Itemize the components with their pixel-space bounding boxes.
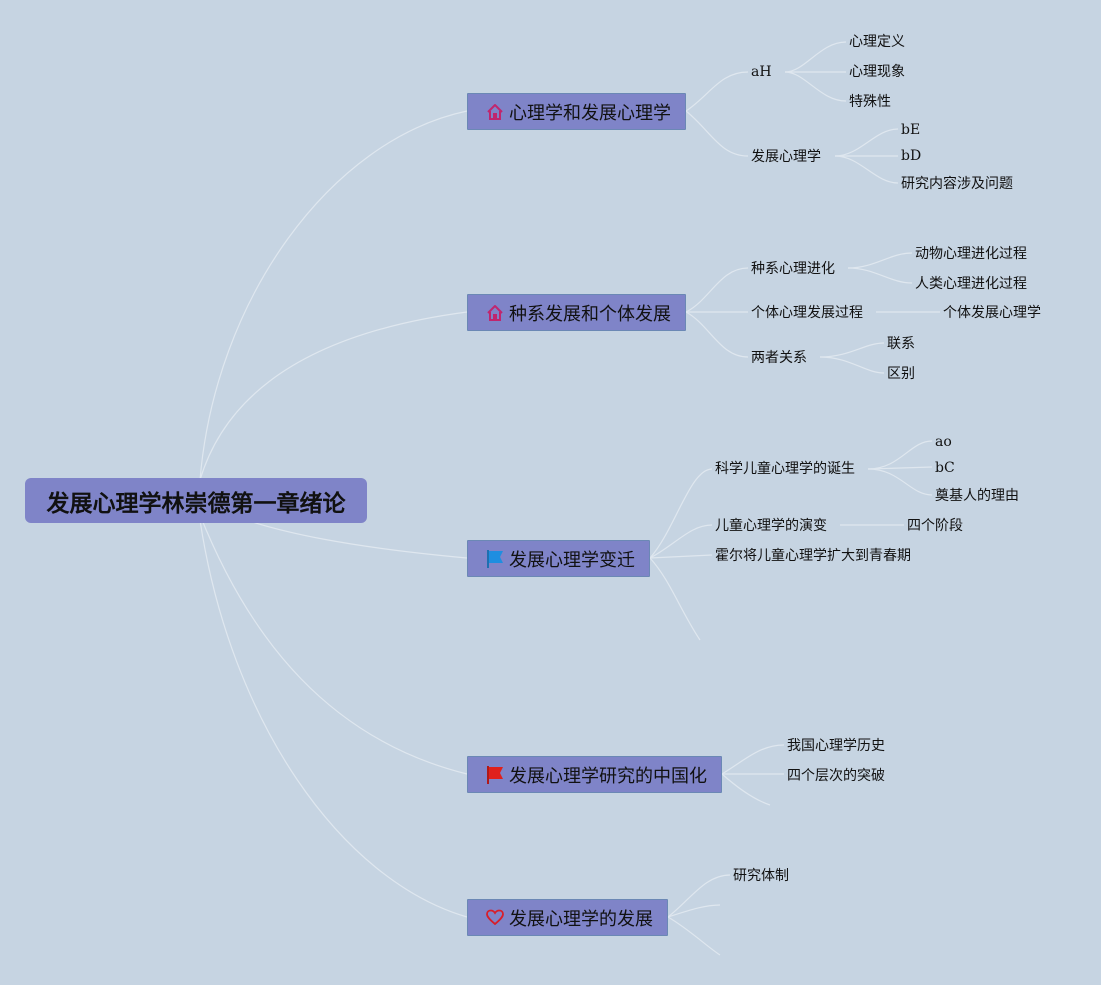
red-flag-icon	[485, 765, 504, 785]
topic-sinicization-of-research[interactable]: 发展心理学研究的中国化	[467, 756, 722, 793]
topic-label: 发展心理学变迁	[509, 549, 635, 571]
topic-phylogeny-and-ontogeny[interactable]: 种系发展和个体发展	[467, 294, 686, 331]
topic-label: 种系发展和个体发展	[509, 303, 671, 325]
subtopic-four-level-breakthroughs[interactable]: 四个层次的突破	[787, 768, 885, 784]
blue-flag-icon	[485, 549, 504, 569]
leaf-bE[interactable]: bE	[901, 122, 921, 138]
leaf-ao[interactable]: ao	[935, 434, 952, 450]
subtopic-phylogenetic-evolution[interactable]: 种系心理进化	[751, 261, 835, 277]
topic-label: 发展心理学研究的中国化	[509, 765, 707, 787]
leaf-connection[interactable]: 联系	[887, 336, 915, 352]
topic-development-of-the-field[interactable]: 发展心理学的发展	[467, 899, 668, 936]
topic-label: 心理学和发展心理学	[509, 102, 671, 124]
topic-label: 发展心理学的发展	[509, 908, 653, 930]
leaf-individual-developmental-psychology[interactable]: 个体发展心理学	[943, 305, 1041, 321]
topic-psychology-and-developmental-psychology[interactable]: 心理学和发展心理学	[467, 93, 686, 130]
topic-history-of-developmental-psychology[interactable]: 发展心理学变迁	[467, 540, 650, 577]
leaf-research-content[interactable]: 研究内容涉及问题	[901, 176, 1013, 192]
leaf-founder-reasons[interactable]: 奠基人的理由	[935, 488, 1019, 504]
leaf-bD[interactable]: bD	[901, 148, 922, 164]
subtopic-evolution-of-child-psychology[interactable]: 儿童心理学的演变	[715, 518, 827, 534]
subtopic-developmental-psychology[interactable]: 发展心理学	[751, 149, 821, 165]
subtopic-relationship[interactable]: 两者关系	[751, 350, 807, 366]
leaf-bC[interactable]: bC	[935, 460, 955, 476]
subtopic-hall-adolescence[interactable]: 霍尔将儿童心理学扩大到青春期	[715, 548, 911, 564]
leaf-psychological-phenomena[interactable]: 心理现象	[849, 64, 905, 80]
leaf-animal-evolution[interactable]: 动物心理进化过程	[915, 246, 1027, 262]
leaf-definition-of-psychology[interactable]: 心理定义	[849, 34, 905, 50]
root-topic[interactable]: 发展心理学林崇德第一章绪论	[25, 478, 367, 523]
heart-icon	[485, 908, 504, 928]
subtopic-birth-of-child-psychology[interactable]: 科学儿童心理学的诞生	[715, 461, 855, 477]
subtopic-aH[interactable]: aH	[751, 64, 772, 80]
subtopic-research-system[interactable]: 研究体制	[733, 868, 789, 884]
leaf-four-stages[interactable]: 四个阶段	[907, 518, 963, 534]
root-title: 发展心理学林崇德第一章绪论	[46, 490, 346, 517]
subtopic-individual-development[interactable]: 个体心理发展过程	[751, 305, 863, 321]
house-icon	[485, 102, 504, 122]
subtopic-china-psychology-history[interactable]: 我国心理学历史	[787, 738, 885, 754]
leaf-human-evolution[interactable]: 人类心理进化过程	[915, 276, 1027, 292]
leaf-particularity[interactable]: 特殊性	[849, 94, 891, 110]
leaf-difference[interactable]: 区别	[887, 366, 915, 382]
house-icon	[485, 303, 504, 323]
